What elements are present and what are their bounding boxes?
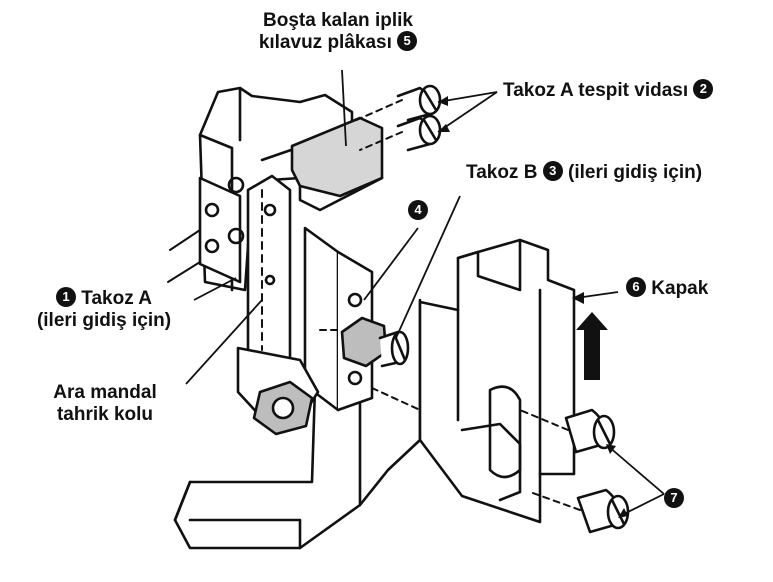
cover-plate: [418, 238, 576, 524]
block-a-screws: [351, 84, 442, 152]
cover-screws: [519, 408, 630, 534]
block-a-note: (ileri gidiş için): [36, 310, 172, 331]
cover-label: 6 Kapak: [626, 276, 709, 300]
block-a-plate: [198, 176, 245, 284]
leader-lines: [185, 69, 665, 518]
block-b-label-text: Takoz B: [466, 162, 538, 183]
guide-plate-label-line2: kılavuz plâkası 5: [218, 30, 458, 54]
guide-plate-label-line1: Boşta kalan iplik: [263, 10, 413, 31]
up-arrow-icon: [576, 312, 608, 380]
guide-plate-label-text: kılavuz plâkası: [258, 32, 392, 53]
block-a-label-text: Takoz A: [81, 288, 152, 309]
block-b-screw: [340, 316, 410, 368]
guide-plate-label: Boşta kalan iplik kılavuz plâkası 5: [218, 10, 458, 54]
screw-a-label: Takoz A tespit vidası 2: [503, 78, 714, 102]
screw-a-label-text: Takoz A tespit vidası: [503, 80, 689, 101]
block-b-note: (ileri gidiş için): [568, 162, 703, 183]
lever-label-line2: tahrik kolu: [56, 404, 154, 425]
block-b-label: Takoz B 3 (ileri gidiş için): [466, 160, 703, 184]
callout-1-badge: 1: [55, 286, 76, 307]
callout-3-badge: 3: [542, 160, 563, 181]
drive-lever: [236, 174, 320, 436]
cover-label-text: Kapak: [651, 278, 709, 299]
lever-label-line1: Ara mandal: [53, 382, 157, 403]
callout-2-badge: 2: [693, 78, 714, 99]
lever-label: Ara mandal tahrik kolu: [30, 382, 180, 426]
callout-6-badge: 6: [626, 276, 646, 297]
block-a-label-line1: 1 Takoz A: [6, 286, 202, 310]
block-a-label: 1 Takoz A (ileri gidiş için): [6, 286, 202, 332]
callout-5-badge: 5: [397, 30, 418, 51]
thread-guide-plate: [290, 116, 384, 212]
callout-4-badge: 4: [408, 200, 428, 220]
callout-7-badge: 7: [664, 488, 684, 508]
